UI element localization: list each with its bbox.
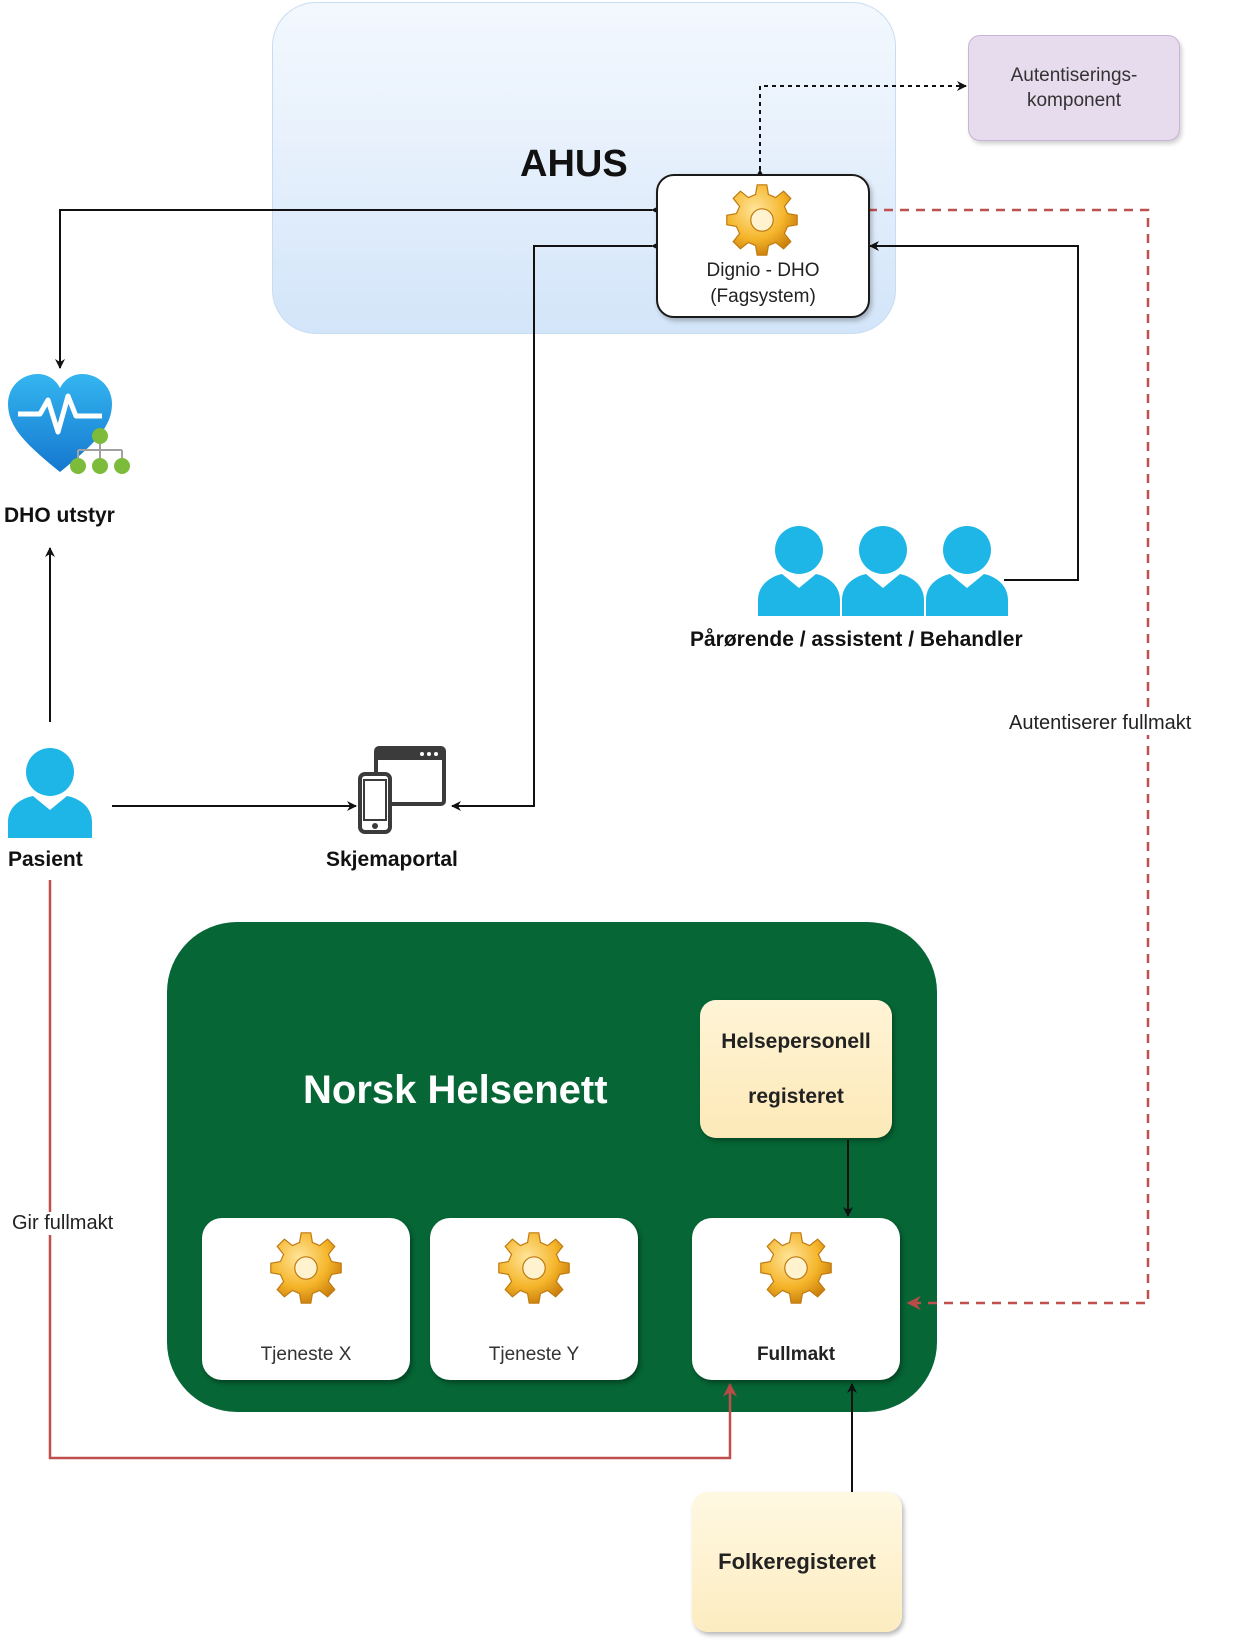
gear-icon: [270, 1232, 342, 1304]
dignio-label: Dignio - DHO (Fagsystem): [706, 260, 820, 307]
edge-relatives-dignio: [869, 241, 1079, 581]
relatives-label: Pårørende / assistent / Behandler: [690, 628, 1023, 651]
edge-dignio-skjemaportal: [451, 241, 661, 811]
users-icon: [758, 526, 1008, 616]
fullmakt-label: Fullmakt: [756, 1344, 836, 1365]
edge-gives-proxy: [48, 880, 737, 1460]
gear-icon: [760, 1232, 832, 1304]
browser-mobile-icon: [358, 746, 446, 834]
authentication-component: Autentiserings- komponent: [968, 35, 1180, 141]
service-x-label: Tjeneste X: [260, 1344, 352, 1365]
dignio-dho-node: Dignio - DHO (Fagsystem): [656, 174, 870, 318]
edge-authenticates-proxy: [868, 208, 1150, 1310]
service-y-label: Tjeneste Y: [488, 1344, 580, 1365]
dho-equipment-label: DHO utstyr: [4, 504, 115, 527]
norsk-helsenett-title: Norsk Helsenett: [303, 1068, 608, 1112]
edge-label-gives-proxy: Gir fullmakt: [12, 1212, 114, 1235]
service-y-node: Tjeneste Y: [430, 1218, 638, 1380]
service-x-node: Tjeneste X: [202, 1218, 410, 1380]
gear-icon: [498, 1232, 570, 1304]
skjemaportal-label: Skjemaportal: [326, 848, 458, 871]
user-icon: [8, 748, 92, 838]
heart-monitor-icon: [8, 374, 130, 474]
helsepersonell-registeret: Helsepersonell registeret: [700, 1000, 892, 1138]
patient-label: Pasient: [8, 848, 83, 871]
edge-dignio-dho-equipment: [55, 205, 661, 369]
fullmakt-node: Fullmakt: [692, 1218, 900, 1380]
gear-icon: [726, 184, 798, 256]
ahus-title: AHUS: [520, 143, 628, 185]
edge-label-authenticates-proxy: Autentiserer fullmakt: [1009, 712, 1192, 735]
edge-dignio-auth: [755, 81, 967, 179]
folkeregisteret: Folkeregisteret: [692, 1492, 902, 1632]
